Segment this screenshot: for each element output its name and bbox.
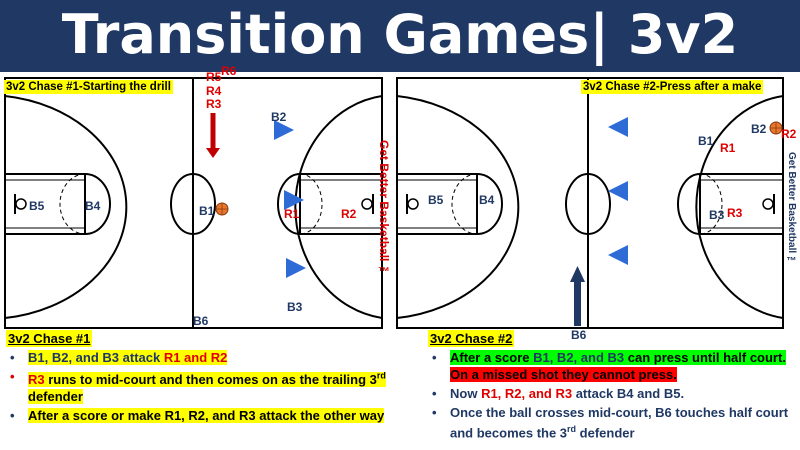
left-ft-circle-1: [84, 173, 111, 235]
player-b5-right: B5: [428, 193, 444, 207]
right-court-boundary: [396, 77, 784, 329]
right-hoop-1: [407, 198, 419, 210]
right-key-1: [396, 173, 478, 235]
page-title: Transition Games| 3v2 Chase: [61, 3, 739, 132]
notes-right-bullet-1: After a score B1, B2, and B3 can press u…: [428, 349, 796, 383]
right-center-circle: [565, 173, 611, 236]
right-three-point-arc-2: [695, 95, 784, 319]
player-r4-left: R4: [206, 84, 222, 98]
left-hoop-1: [15, 198, 27, 210]
player-r2-right: R2: [781, 127, 797, 141]
right-court-title: 3v2 Chase #2-Press after a make: [581, 80, 764, 94]
notes-left-heading: 3v2 Chase #1: [6, 330, 93, 347]
right-court: [396, 77, 784, 329]
right-ft-circle-1: [476, 173, 503, 235]
player-b5-left: B5: [29, 199, 45, 213]
right-arrows: [570, 117, 683, 326]
right-ft-circle-2: [677, 173, 701, 235]
notes-left-bullet-2: R3 runs to mid-court and then comes on a…: [6, 368, 430, 405]
left-key-2: [299, 173, 383, 235]
player-r2-left: R2: [341, 207, 357, 221]
right-three-point-arc-1: [396, 95, 520, 319]
player-r3-left: R3: [206, 97, 222, 111]
player-r1-left: R1: [284, 207, 300, 221]
player-r5-left: R5: [206, 70, 222, 84]
player-b2-left: B2: [271, 110, 287, 124]
player-b3-left: B3: [287, 300, 303, 314]
player-r1-right: R1: [720, 141, 736, 155]
right-brand-watermark: Get Better Basketball ™: [786, 152, 797, 267]
left-court-title: 3v2 Chase #1-Starting the drill: [4, 80, 173, 94]
notes-right-bullet-3: Once the ball crosses mid-court, B6 touc…: [428, 404, 796, 441]
left-center-circle: [170, 173, 216, 236]
left-court: [4, 77, 383, 329]
right-key-2: [699, 173, 784, 235]
player-b4-left: B4: [85, 199, 101, 213]
player-b6-left: B6: [193, 314, 209, 328]
player-b4-right: B4: [479, 193, 495, 207]
left-three-point-arc-1: [4, 95, 128, 319]
player-b6-right: B6: [571, 328, 587, 342]
left-key-1: [4, 173, 86, 235]
notes-right: 3v2 Chase #2 After a score B1, B2, and B…: [428, 330, 796, 441]
left-hoop-2: [361, 198, 373, 210]
player-b2-right: B2: [751, 122, 767, 136]
title-banner: [0, 0, 800, 72]
right-hoop-2: [762, 198, 774, 210]
player-b1-left: B1: [199, 204, 215, 218]
notes-right-bullet-2: Now R1, R2, and R3 attack B4 and B5.: [428, 385, 796, 402]
notes-left-bullet-3: After a score or make R1, R2, and R3 att…: [6, 407, 430, 424]
left-brand-watermark: Get Better Basketball ™: [377, 140, 391, 279]
left-ft-circle-2: [277, 173, 301, 235]
player-r3-right: R3: [727, 206, 743, 220]
player-r6-left: R6: [221, 64, 237, 78]
notes-left: 3v2 Chase #1 B1, B2, and B3 attack R1 an…: [6, 330, 430, 424]
notes-left-bullet-1: B1, B2, and B3 attack R1 and R2: [6, 349, 430, 366]
player-b3-right: B3: [709, 208, 725, 222]
left-arrows: [206, 113, 306, 278]
arrow-b6-up: [574, 280, 581, 326]
notes-right-heading: 3v2 Chase #2: [428, 330, 515, 347]
left-three-point-arc-2: [294, 95, 383, 319]
player-b1-right: B1: [698, 134, 714, 148]
